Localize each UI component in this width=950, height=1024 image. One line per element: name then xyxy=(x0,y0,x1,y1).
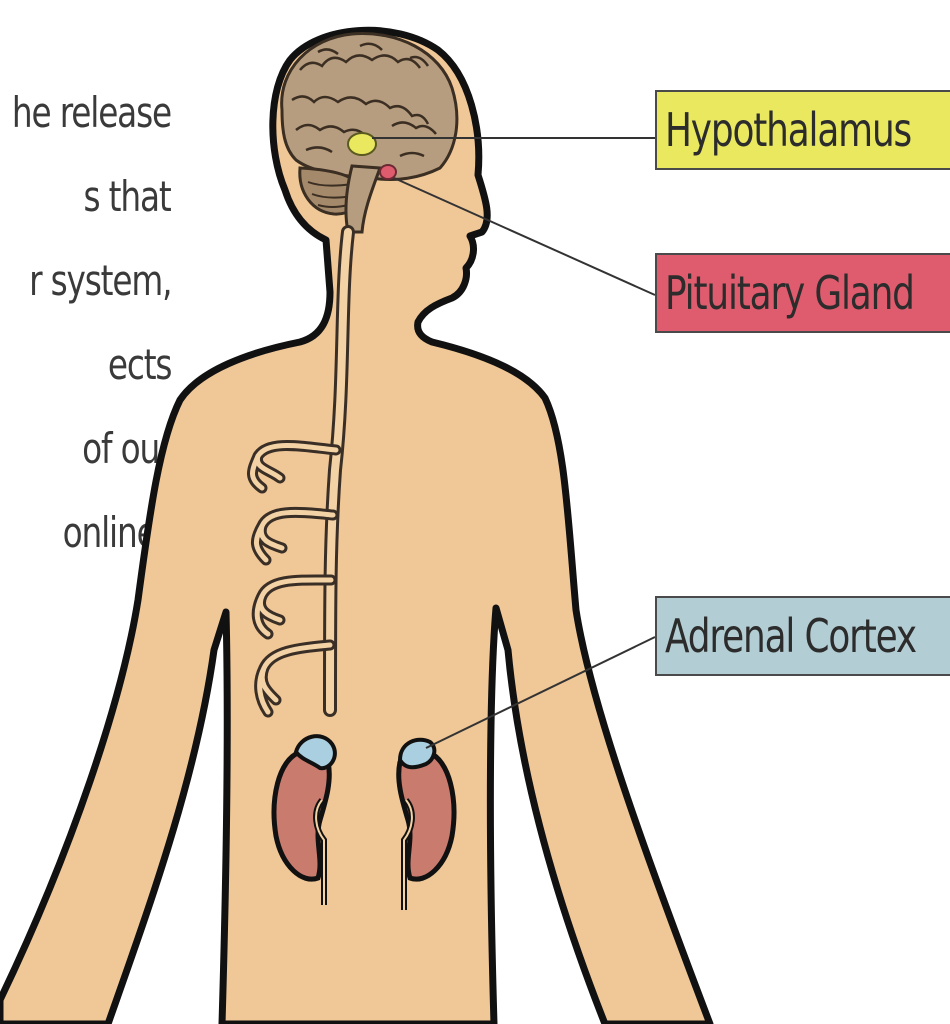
adrenal-cortex-label-box: Adrenal Cortex xyxy=(655,596,950,676)
hypothalamus-marker xyxy=(348,133,376,155)
right-adrenal-cap xyxy=(400,740,434,768)
pituitary-gland-label: Pituitary Gland xyxy=(665,266,914,320)
cerebrum xyxy=(282,34,457,180)
pituitary-gland-label-box: Pituitary Gland xyxy=(655,253,950,333)
hypothalamus-label: Hypothalamus xyxy=(665,103,911,157)
adrenal-cortex-label: Adrenal Cortex xyxy=(665,609,916,663)
pituitary-marker xyxy=(380,165,396,179)
hypothalamus-label-box: Hypothalamus xyxy=(655,90,950,170)
